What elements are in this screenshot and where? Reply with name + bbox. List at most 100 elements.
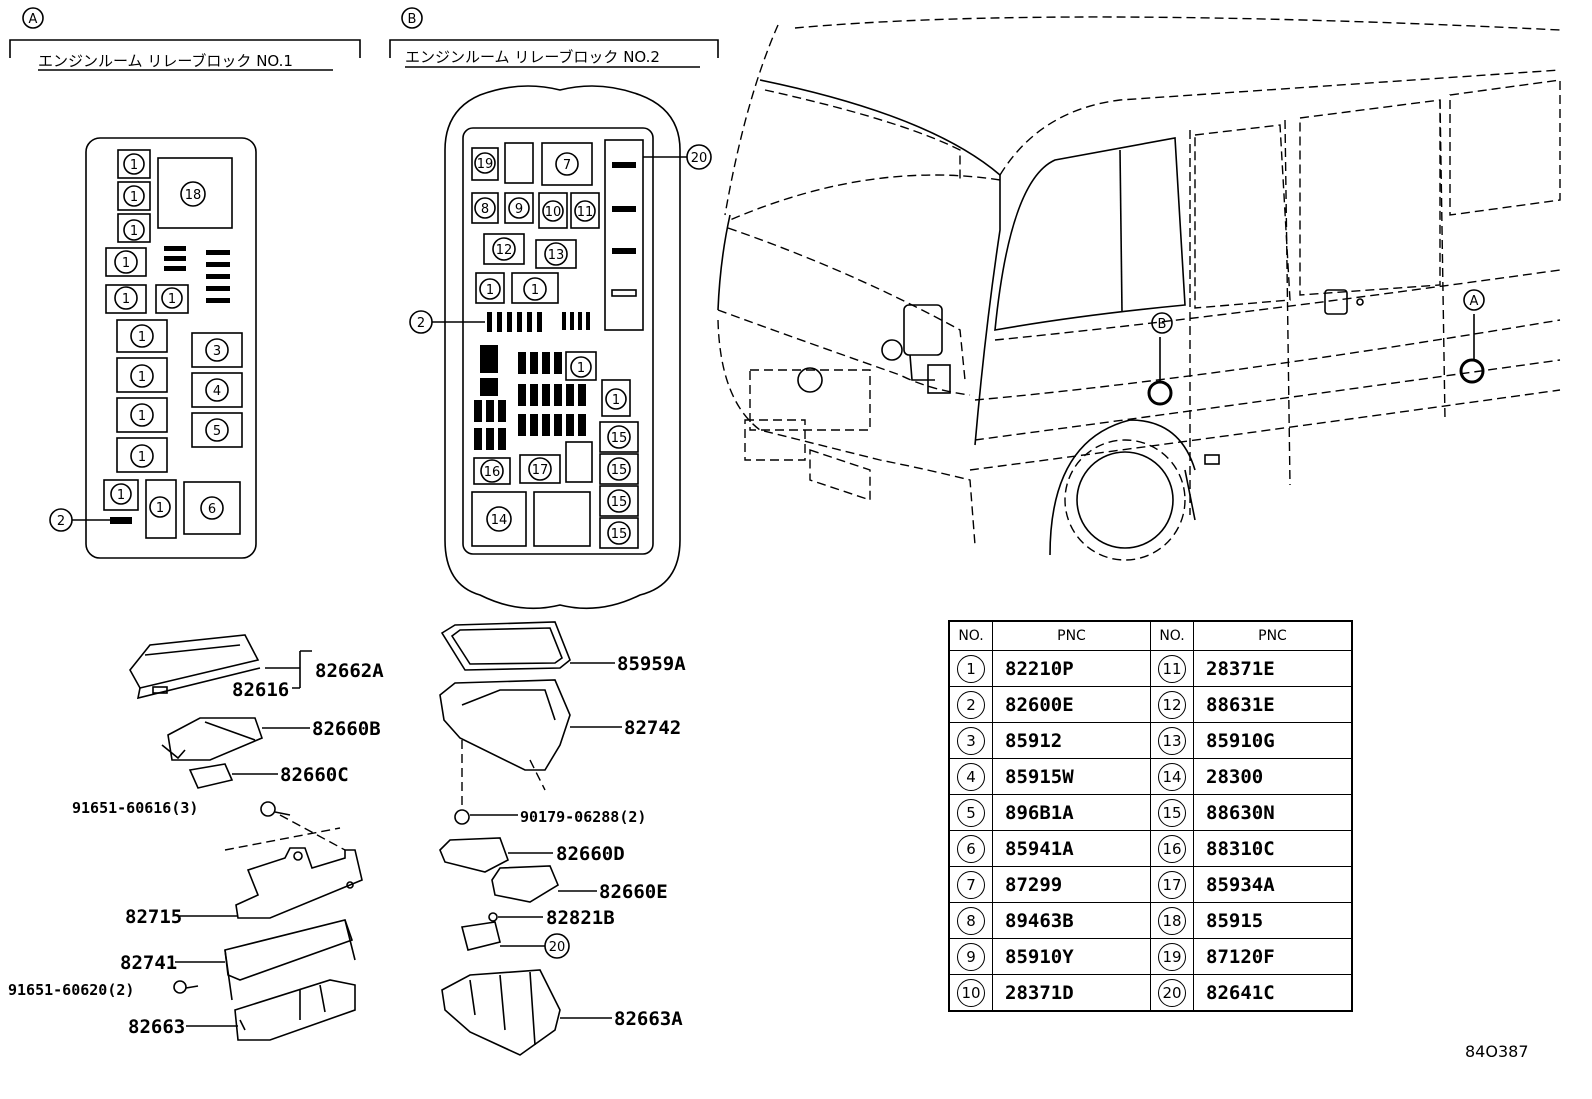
relay-block-no1: 1 1 1 18 1 1 1 1 1 1 1 3 4 5 1 <box>49 137 257 559</box>
label-91651-60616: 91651-60616(3) <box>72 799 198 817</box>
callout-number: 1 <box>130 224 138 239</box>
pnc-code-left: 87299 <box>992 866 1151 903</box>
callout-number: 2 <box>417 316 425 331</box>
row-number-left: 1 <box>948 650 993 687</box>
callout-number: 14 <box>491 513 508 528</box>
callout-number: 20 <box>549 940 566 955</box>
callout-number: 17 <box>532 463 549 478</box>
section-a-letter: A <box>29 12 38 27</box>
pnc-code-left: 85910Y <box>992 938 1151 975</box>
pnc-code-right: 28300 <box>1193 758 1353 795</box>
callout-number: 11 <box>577 205 594 220</box>
callout-number: 15 <box>611 527 628 542</box>
circled-number: 15 <box>1158 798 1186 827</box>
row-number-left: 2 <box>948 686 993 723</box>
section-a-title: エンジンルーム リレーブロック NO.1 <box>38 52 293 70</box>
callout-number: 5 <box>213 424 221 439</box>
callout-number: 1 <box>156 501 164 516</box>
pnc-table-header-row: NO. PNC NO. PNC <box>948 620 1353 651</box>
row-number-right: 19 <box>1150 938 1194 975</box>
row-number-right: 14 <box>1150 758 1194 795</box>
row-number-right: 16 <box>1150 830 1194 867</box>
section-a-header: A エンジンルーム リレーブロック NO.1 <box>9 7 361 71</box>
row-number-right: 17 <box>1150 866 1194 903</box>
callout-number: 1 <box>117 488 125 503</box>
circled-number: 3 <box>957 726 985 755</box>
circled-number: 8 <box>957 906 985 935</box>
callout-number: 15 <box>611 463 628 478</box>
callout-number: 1 <box>577 361 585 376</box>
callout-number: 20 <box>691 151 708 166</box>
callout-number: 2 <box>57 514 65 529</box>
callout-number: 8 <box>481 202 489 217</box>
circled-number: 10 <box>957 978 985 1007</box>
label-82616: 82616 <box>232 679 289 701</box>
pnc-code-left: 89463B <box>992 902 1151 939</box>
pnc-code-left: 85941A <box>992 830 1151 867</box>
relay-block-no2: 19 7 20 8 9 10 11 12 13 1 1 2 <box>409 85 712 610</box>
col-header-no-1: NO. <box>948 620 993 651</box>
label-82660e: 82660E <box>599 881 668 903</box>
callout-number: 13 <box>548 248 565 263</box>
pnc-code-left: 82210P <box>992 650 1151 687</box>
pnc-code-left: 85912 <box>992 722 1151 759</box>
label-91651-60620: 91651-60620(2) <box>8 981 134 999</box>
callout-number: 1 <box>612 393 620 408</box>
col-header-pnc-2: PNC <box>1193 620 1353 651</box>
pnc-code-left: 28371D <box>992 974 1151 1012</box>
pnc-code-left: 85915W <box>992 758 1151 795</box>
row-number-left: 6 <box>948 830 993 867</box>
pnc-code-left: 82600E <box>992 686 1151 723</box>
label-82715: 82715 <box>125 906 182 928</box>
callout-number: 1 <box>130 158 138 173</box>
label-82741: 82741 <box>120 952 177 974</box>
callout-number: 6 <box>208 502 216 517</box>
callout-number: 16 <box>484 465 501 480</box>
label-82660c: 82660C <box>280 764 349 786</box>
callout-number: 15 <box>611 431 628 446</box>
col-header-no-2: NO. <box>1150 620 1194 651</box>
section-b-header: B エンジンルーム リレーブロック NO.2 <box>389 7 719 68</box>
row-number-right: 13 <box>1150 722 1194 759</box>
callout-number: 15 <box>611 495 628 510</box>
exploded-parts-left: 82662A 82616 82660B 82660C 91651-60616(3… <box>8 634 384 1041</box>
callout-number: 1 <box>122 256 130 271</box>
callout-number: 3 <box>213 344 221 359</box>
callout-number: 10 <box>545 205 562 220</box>
pnc-code-right: 85915 <box>1193 902 1353 939</box>
callout-number: 1 <box>138 409 146 424</box>
row-number-left: 8 <box>948 902 993 939</box>
callout-number: 1 <box>138 330 146 345</box>
callout-number: 1 <box>486 283 494 298</box>
vehicle-callout-a: A <box>1470 294 1479 309</box>
label-90179-06288: 90179-06288(2) <box>520 808 646 826</box>
callout-number: 1 <box>130 190 138 205</box>
diagram-code: 84O387 <box>1465 1042 1529 1061</box>
row-number-right: 20 <box>1150 974 1194 1012</box>
circled-number: 1 <box>957 654 985 683</box>
pnc-code-right: 88631E <box>1193 686 1353 723</box>
pnc-code-right: 88310C <box>1193 830 1353 867</box>
circled-number: 18 <box>1158 906 1186 935</box>
label-82742: 82742 <box>624 717 681 739</box>
circled-number: 11 <box>1158 654 1186 683</box>
pnc-code-right: 88630N <box>1193 794 1353 831</box>
label-82660d: 82660D <box>556 843 625 865</box>
circled-number: 16 <box>1158 834 1186 863</box>
pnc-code-right: 82641C <box>1193 974 1353 1012</box>
callout-number: 1 <box>531 283 539 298</box>
section-b-letter: B <box>408 12 417 27</box>
circled-number: 2 <box>957 690 985 719</box>
row-number-right: 15 <box>1150 794 1194 831</box>
pnc-code-right: 85910G <box>1193 722 1353 759</box>
callout-number: 7 <box>563 158 571 173</box>
